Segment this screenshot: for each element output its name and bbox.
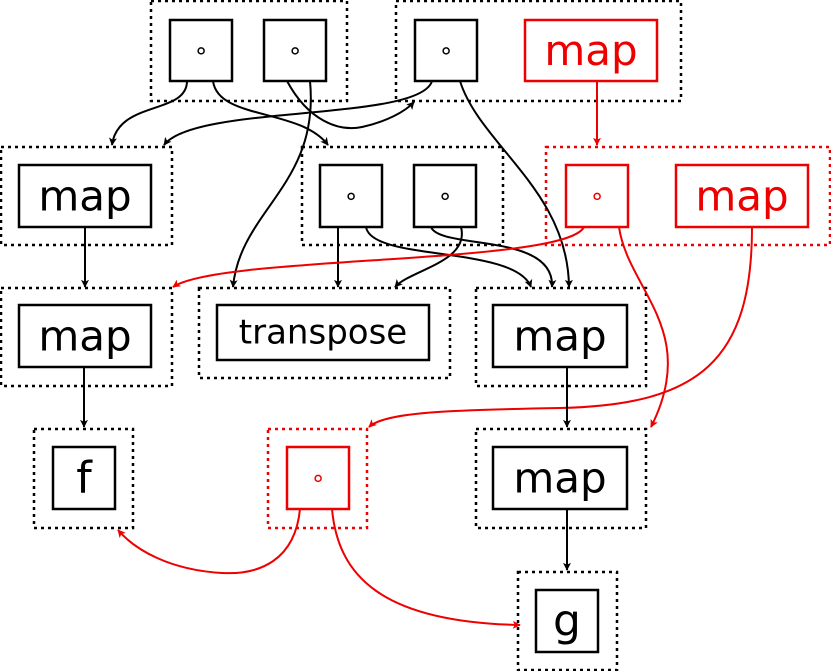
cluster-box-1: [149, 0, 349, 103]
node-label-map_m2: map: [513, 312, 606, 361]
node-box-map_r1: [674, 163, 810, 229]
cluster-box-3: [0, 145, 174, 247]
node-label-map_m3: map: [513, 454, 606, 503]
node-box-c2: [262, 18, 328, 83]
edge-map_r1-to-c7: [368, 226, 753, 428]
node-f: f: [51, 445, 117, 511]
node-c6: ∘: [564, 163, 630, 229]
cluster-box-10: [266, 427, 369, 530]
node-box-map_l1: [17, 163, 153, 229]
node-box-f: [51, 445, 117, 511]
node-label-c2: ∘: [287, 37, 302, 65]
node-label-transpose: transpose: [239, 313, 407, 353]
edge-c5-to-transpose: [394, 226, 463, 288]
node-map_l1: map: [17, 163, 153, 229]
node-box-g: [534, 588, 600, 654]
cluster-box-5: [544, 145, 831, 247]
node-layer: ∘ ∘ ∘ map map ∘ ∘ ∘ map map transpose map f ∘ map g: [17, 18, 810, 654]
node-label-c5: ∘: [437, 182, 452, 210]
edge-c5-to-map_m2: [430, 226, 557, 288]
node-map_r1: map: [674, 163, 810, 229]
cluster-box-8: [474, 286, 648, 388]
node-label-map_top: map: [544, 26, 637, 75]
cluster-box-9: [32, 427, 135, 530]
cluster-box-7: [197, 286, 452, 380]
node-box-c7: [285, 445, 351, 511]
node-label-c3: ∘: [438, 37, 453, 65]
node-box-map_l2: [17, 303, 153, 369]
node-label-map_l1: map: [38, 172, 131, 221]
edge-c2-to-c3: [286, 80, 415, 129]
node-label-c4: ∘: [343, 182, 358, 210]
edge-c3-to-map_l1: [163, 80, 433, 146]
node-c3: ∘: [413, 18, 479, 83]
node-map_m3: map: [491, 445, 629, 511]
node-g: g: [534, 588, 600, 654]
node-c1: ∘: [168, 18, 234, 83]
edge-c7-to-f: [117, 508, 301, 575]
edge-c1-to-map_l1: [108, 80, 188, 146]
node-c5: ∘: [412, 163, 478, 229]
node-label-map_r1: map: [695, 172, 788, 221]
node-box-transpose: [215, 303, 431, 362]
node-box-map_m2: [491, 303, 629, 369]
node-c7: ∘: [285, 445, 351, 511]
edge-c7-to-g: [331, 508, 521, 629]
cluster-box-11: [474, 427, 648, 530]
edge-c2-to-transpose: [229, 80, 312, 288]
edge-c6-to-map_l2: [172, 226, 585, 288]
node-map_m2: map: [491, 303, 629, 369]
node-map_l2: map: [17, 303, 153, 369]
node-box-c6: [564, 163, 630, 229]
node-label-c6: ∘: [589, 182, 604, 210]
node-box-map_top: [523, 18, 659, 83]
node-label-map_l2: map: [38, 312, 131, 361]
node-transpose: transpose: [215, 303, 431, 362]
node-box-c4: [318, 163, 384, 229]
node-box-c5: [412, 163, 478, 229]
cluster-box-4: [300, 145, 505, 247]
node-label-c7: ∘: [310, 464, 325, 492]
node-box-map_m3: [491, 445, 629, 511]
edge-c3-to-map_m2: [459, 80, 573, 288]
cluster-box-2: [394, 0, 683, 103]
node-box-c3: [413, 18, 479, 83]
node-c4: ∘: [318, 163, 384, 229]
node-c2: ∘: [262, 18, 328, 83]
node-label-c1: ∘: [193, 37, 208, 65]
node-map_top: map: [523, 18, 659, 83]
node-label-g: g: [553, 596, 581, 647]
cluster-box-6: [0, 286, 174, 388]
node-label-f: f: [76, 453, 93, 504]
node-box-c1: [168, 18, 234, 83]
edge-layer: [80, 80, 753, 629]
edge-c1-to-c4: [212, 80, 329, 146]
